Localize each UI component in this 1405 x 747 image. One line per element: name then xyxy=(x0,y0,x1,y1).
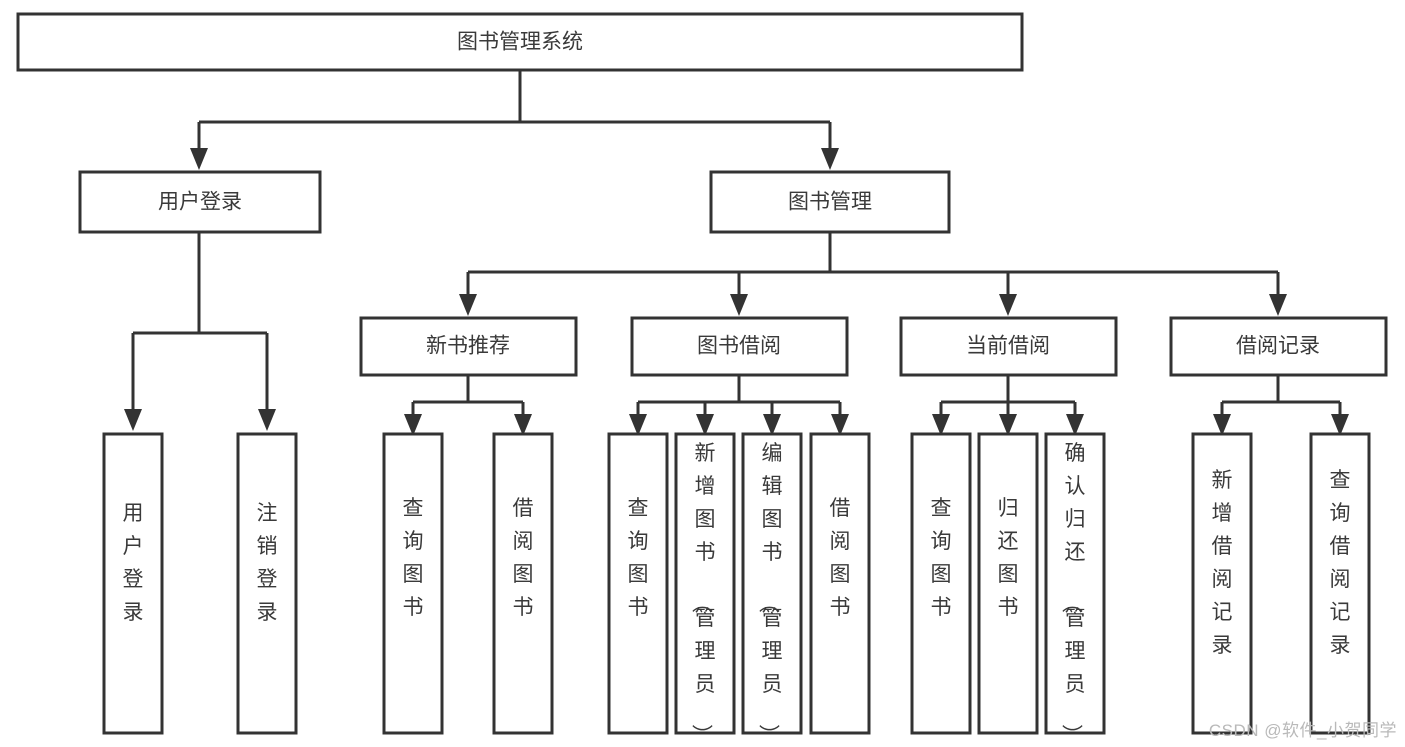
arrow-to-leaf-logout xyxy=(258,409,276,431)
leaf-borrow-book-2[interactable]: 借阅图书 xyxy=(809,432,871,735)
node-new-book-recommend-label: 新书推荐 xyxy=(426,335,510,358)
leaf-user-login[interactable]: 用户登录 xyxy=(102,432,164,735)
node-user-login-label: 用户登录 xyxy=(158,191,242,214)
leaf-query-book-2-label: 查询图书 xyxy=(628,497,649,619)
leaf-query-book-2[interactable]: 查询图书 xyxy=(607,432,669,735)
leaf-confirm-return[interactable]: 确认归还（管理员） xyxy=(1044,432,1106,745)
arrow-to-book-management xyxy=(821,148,839,170)
connector-group-current-borrow xyxy=(939,375,1077,415)
node-current-borrow-label: 当前借阅 xyxy=(966,335,1050,358)
leaf-add-record-box[interactable] xyxy=(1191,432,1253,735)
node-book-management[interactable]: 图书管理 xyxy=(709,170,951,234)
node-user-login[interactable]: 用户登录 xyxy=(78,170,322,234)
leaf-logout-label: 注销登录 xyxy=(257,502,278,624)
connector-group-new-book-recommend xyxy=(411,375,525,415)
leaf-borrow-book-2-label: 借阅图书 xyxy=(830,497,851,619)
leaf-confirm-return-label: 确认归还（管理员） xyxy=(1060,442,1086,745)
node-book-management-box[interactable] xyxy=(709,170,951,234)
leaf-query-record-box[interactable] xyxy=(1309,432,1371,735)
arrow-to-book-borrow xyxy=(730,294,748,316)
arrow-to-leaf-user-login xyxy=(124,409,142,431)
node-new-book-recommend[interactable]: 新书推荐 xyxy=(359,316,578,377)
connector-group-user-login xyxy=(131,232,269,410)
leaf-edit-book-label: 编辑图书（管理员） xyxy=(757,442,783,745)
leaf-query-book-1[interactable]: 查询图书 xyxy=(382,432,444,735)
connector-group-book-management xyxy=(466,232,1280,296)
node-borrow-record-box[interactable] xyxy=(1169,316,1388,377)
connector-group-root xyxy=(197,70,832,150)
leaf-query-record[interactable]: 查询借阅记录 xyxy=(1309,432,1371,735)
node-current-borrow[interactable]: 当前借阅 xyxy=(899,316,1118,377)
node-book-borrow-box[interactable] xyxy=(630,316,849,377)
node-root-box[interactable] xyxy=(16,12,1024,72)
arrow-to-current-borrow xyxy=(999,294,1017,316)
leaf-add-book-box[interactable] xyxy=(674,432,736,735)
leaf-query-book-3[interactable]: 查询图书 xyxy=(910,432,972,735)
leaf-borrow-book-1-box[interactable] xyxy=(492,432,554,735)
leaf-logout-box[interactable] xyxy=(236,432,298,735)
leaf-edit-book-box[interactable] xyxy=(741,432,803,735)
node-current-borrow-box[interactable] xyxy=(899,316,1118,377)
leaf-add-record-label: 新增借阅记录 xyxy=(1212,469,1233,657)
arrow-to-new-book-recommend xyxy=(459,294,477,316)
leaf-query-book-3-label: 查询图书 xyxy=(931,497,952,619)
node-user-login-box[interactable] xyxy=(78,170,322,234)
leaf-logout[interactable]: 注销登录 xyxy=(236,432,298,735)
node-borrow-record-label: 借阅记录 xyxy=(1236,335,1320,358)
connector-group-book-borrow xyxy=(636,375,842,415)
leaf-add-record[interactable]: 新增借阅记录 xyxy=(1191,432,1253,735)
leaf-query-record-label: 查询借阅记录 xyxy=(1330,469,1351,657)
node-book-borrow[interactable]: 图书借阅 xyxy=(630,316,849,377)
leaf-borrow-book-1-label: 借阅图书 xyxy=(513,497,534,619)
leaf-user-login-label: 用户登录 xyxy=(123,502,144,624)
node-borrow-record[interactable]: 借阅记录 xyxy=(1169,316,1388,377)
node-root[interactable]: 图书管理系统 xyxy=(16,12,1024,72)
arrow-to-user-login xyxy=(190,148,208,170)
node-book-borrow-label: 图书借阅 xyxy=(697,335,781,358)
leaf-query-book-3-box[interactable] xyxy=(910,432,972,735)
arrow-to-borrow-record xyxy=(1269,294,1287,316)
leaf-query-book-1-box[interactable] xyxy=(382,432,444,735)
leaf-return-book-box[interactable] xyxy=(977,432,1039,735)
leaf-return-book-label: 归还图书 xyxy=(998,497,1019,619)
leaf-borrow-book-2-box[interactable] xyxy=(809,432,871,735)
connector-group-borrow-record xyxy=(1220,375,1342,415)
leaf-add-book-label: 新增图书（管理员） xyxy=(690,442,716,745)
leaf-edit-book[interactable]: 编辑图书（管理员） xyxy=(741,432,803,745)
leaf-user-login-box[interactable] xyxy=(102,432,164,735)
node-book-management-label: 图书管理 xyxy=(788,191,872,214)
node-root-label: 图书管理系统 xyxy=(457,31,583,54)
leaf-return-book[interactable]: 归还图书 xyxy=(977,432,1039,735)
csdn-watermark: CSDN @软件_小贺同学 xyxy=(1208,721,1397,740)
leaf-query-book-1-label: 查询图书 xyxy=(403,497,424,619)
leaf-borrow-book-1[interactable]: 借阅图书 xyxy=(492,432,554,735)
leaf-add-book[interactable]: 新增图书（管理员） xyxy=(674,432,736,745)
leaf-query-book-2-box[interactable] xyxy=(607,432,669,735)
node-new-book-recommend-box[interactable] xyxy=(359,316,578,377)
leaf-confirm-return-box[interactable] xyxy=(1044,432,1106,735)
